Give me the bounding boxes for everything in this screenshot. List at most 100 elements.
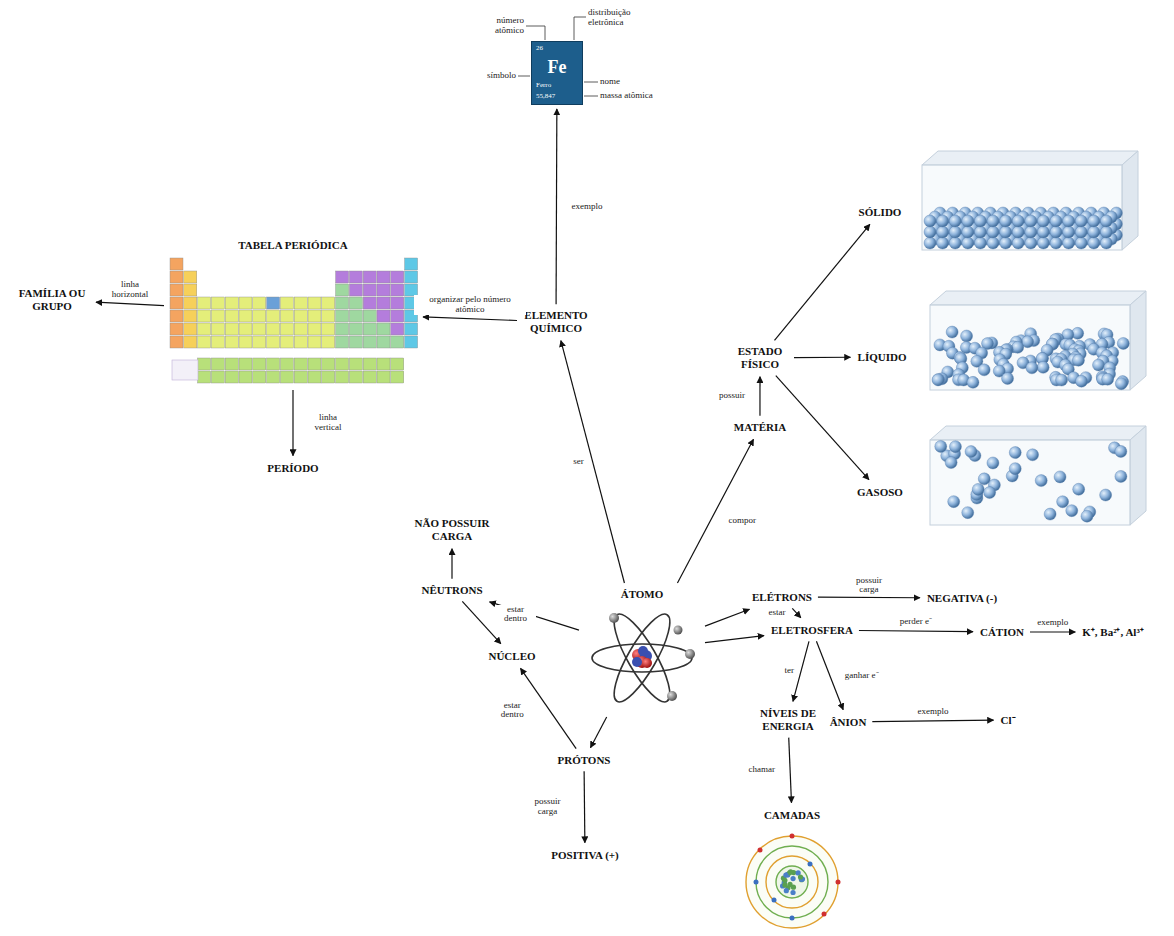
card-text: Ferro (536, 82, 551, 89)
particle (1037, 215, 1049, 227)
link-phrase: ganhar e⁻ (844, 671, 880, 681)
table-cell (294, 310, 307, 322)
concept-text: NÍVEIS DE ENERGIA (757, 707, 819, 732)
table-cell (225, 336, 238, 348)
particle (1100, 489, 1112, 501)
nucleon (791, 885, 796, 890)
link-phrase: estar (768, 608, 787, 618)
table-cell (225, 371, 238, 383)
table-cell (170, 310, 183, 322)
table-cell (308, 358, 321, 370)
particle (937, 215, 949, 227)
link-phrase: exemplo (1036, 618, 1069, 628)
table-cell (170, 284, 183, 296)
table-cell (225, 323, 238, 335)
concept-node: NÍVEIS DE ENERGIA (754, 705, 822, 734)
leader-line (584, 96, 598, 97)
particle (987, 215, 999, 227)
table-cell (280, 310, 293, 322)
table-cell (363, 336, 376, 348)
link-phrase: ser (572, 457, 585, 467)
table-cell (377, 323, 390, 335)
table-cell (336, 358, 349, 370)
link-phrase: estar dentro (492, 701, 532, 721)
table-cell (170, 323, 183, 335)
particle (1009, 463, 1021, 475)
concept-text: LÍQUIDO (858, 351, 907, 364)
link-phrase: organizar pelo número atômico (414, 295, 526, 315)
table-cell (349, 297, 362, 309)
nucleon (784, 888, 789, 893)
concept-node: SÓLIDO (856, 204, 905, 221)
particle (924, 215, 936, 227)
periodic-table-concept: TABELA PERIÓDICA (167, 237, 419, 387)
concept-node: MATÉRIA (731, 419, 789, 436)
table-cell (253, 297, 266, 309)
table-cell (308, 323, 321, 335)
connector-arrow (677, 439, 753, 583)
table-cell (377, 284, 390, 296)
nucleon (790, 876, 795, 881)
table-cell (308, 371, 321, 383)
table-cell (322, 371, 335, 383)
particle (1093, 359, 1105, 371)
callout-label: distribuição eletrônica (588, 8, 652, 28)
connector-arrow (789, 738, 792, 803)
table-cell (391, 271, 404, 283)
table-legend-box (172, 360, 198, 380)
particle (1025, 237, 1037, 249)
table-cell (336, 323, 349, 335)
particle (1037, 226, 1049, 238)
link-phrase: exemplo (570, 202, 603, 212)
connector-arrow (451, 549, 452, 579)
particle (935, 440, 947, 452)
table-cell (170, 297, 183, 309)
particle (1115, 378, 1127, 390)
particle (1025, 215, 1037, 227)
particle (1027, 449, 1039, 461)
table-cell (322, 297, 335, 309)
concept-node: CÁTION (977, 624, 1027, 641)
concept-node: ELEMENTO QUÍMICO (520, 307, 592, 336)
connector-arrow (816, 641, 843, 709)
table-cell (294, 371, 307, 383)
nucleon (798, 874, 803, 879)
table-cell (267, 336, 280, 348)
concept-text: SÓLIDO (859, 206, 902, 219)
table-cell (336, 371, 349, 383)
table-cell (280, 336, 293, 348)
connector-arrow (96, 302, 164, 305)
particle (1102, 373, 1114, 385)
table-cell (280, 358, 293, 370)
table-cell (170, 271, 183, 283)
particle (962, 237, 974, 249)
link-phrase: linha vertical (307, 413, 349, 433)
particle (1115, 445, 1127, 457)
particle (1035, 475, 1047, 487)
table-cell (239, 310, 252, 322)
table-cell (253, 371, 266, 383)
table-cell (322, 336, 335, 348)
table-cell (391, 310, 404, 322)
concept-text: ELETROSFERA (771, 624, 853, 637)
table-cell (225, 358, 238, 370)
table-cell (363, 271, 376, 283)
concept-node: PERÍODO (264, 460, 321, 477)
table-cell (391, 371, 404, 383)
concept-text: NEGATIVA (-) (927, 592, 997, 605)
card-text: 26 (536, 45, 543, 52)
nucleon (790, 890, 795, 895)
concept-node: PRÓTONS (555, 752, 614, 769)
table-cell (391, 323, 404, 335)
table-cell (211, 358, 224, 370)
table-cell (377, 310, 390, 322)
concept-text: MATÉRIA (734, 421, 786, 434)
particle (1012, 341, 1024, 353)
particle (1009, 447, 1021, 459)
table-cell (198, 323, 211, 335)
concept-node: ESTADO FÍSICO (729, 343, 791, 372)
particle (1025, 226, 1037, 238)
table-cell (405, 258, 418, 270)
table-cell (198, 358, 211, 370)
link-phrase: ter (783, 666, 795, 676)
